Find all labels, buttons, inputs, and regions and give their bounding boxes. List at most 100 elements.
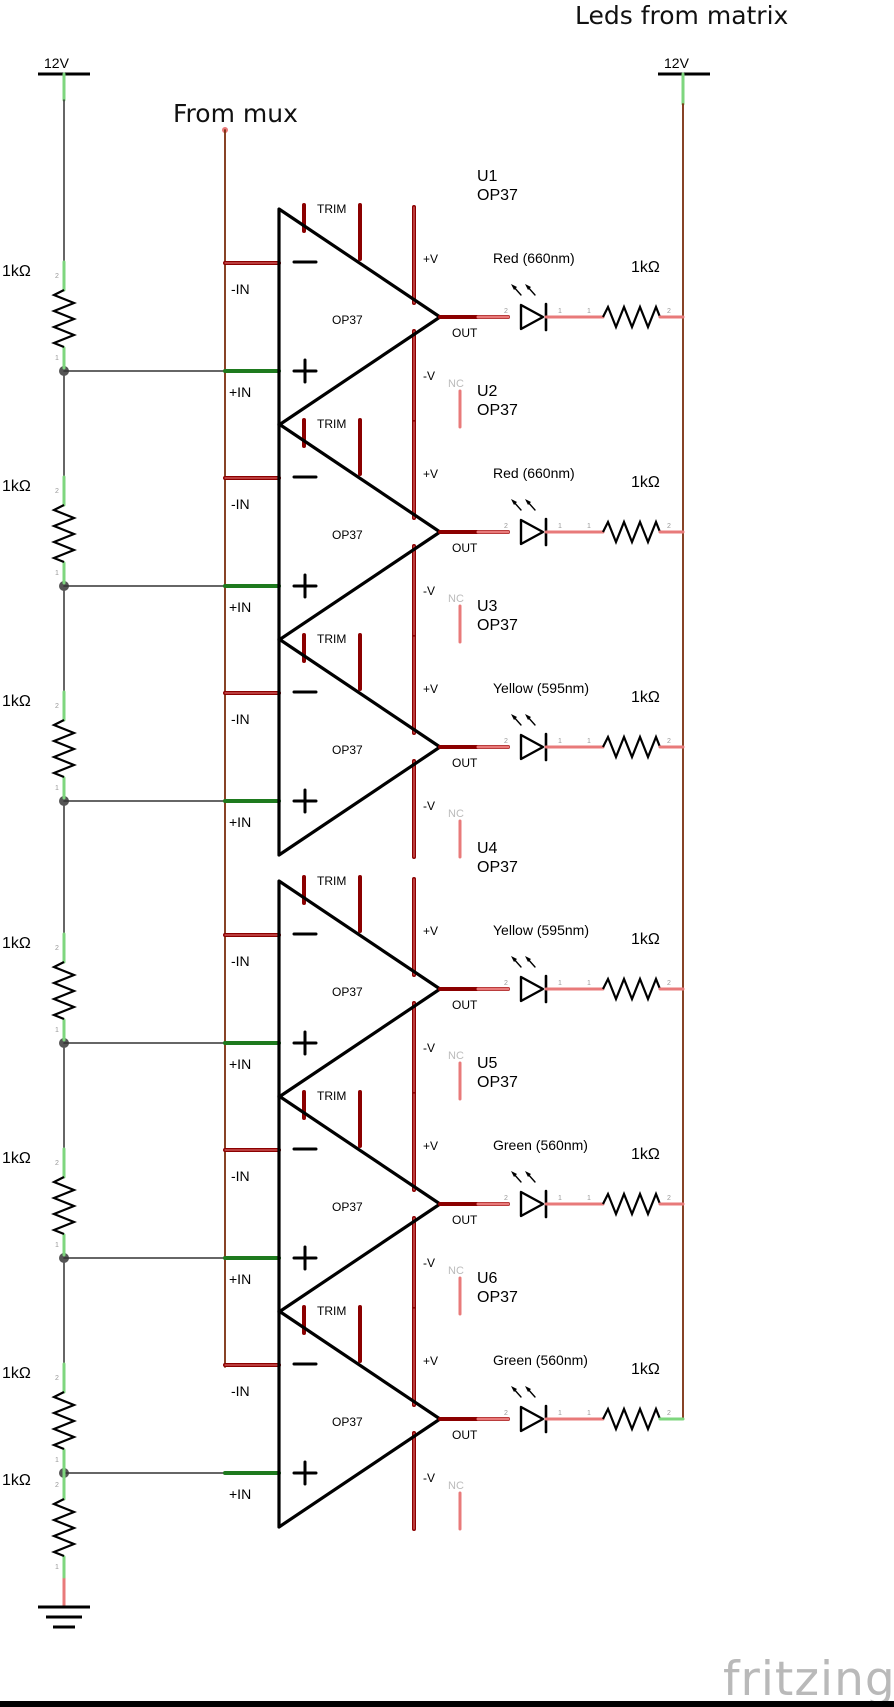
pin-num-1: 1 (558, 1195, 562, 1202)
pin-num-2: 2 (55, 1375, 59, 1382)
out-label: OUT (452, 541, 478, 555)
led-arrowhead (525, 499, 531, 505)
led-color-label: Green (560nm) (493, 1352, 588, 1368)
opamp-triangle (277, 879, 442, 1099)
trim-label: TRIM (317, 1089, 346, 1103)
pin-num-1: 1 (55, 1564, 59, 1571)
out-label: OUT (452, 998, 478, 1012)
led-arrowhead (525, 1386, 531, 1392)
minus-in-label: -IN (231, 711, 250, 727)
vplus-label: +V (423, 467, 438, 481)
pin-num-1: 1 (558, 308, 562, 315)
pin-num-2: 2 (55, 1160, 59, 1167)
pin-num-1: 1 (587, 1195, 591, 1202)
vplus-label: +V (423, 682, 438, 696)
led-color-label: Red (660nm) (493, 250, 575, 266)
led-body (519, 518, 545, 546)
trim-label: TRIM (317, 417, 346, 431)
plus-in-label: +IN (229, 599, 251, 615)
series-resistor-value: 1kΩ (631, 474, 660, 491)
nc-label: NC (448, 378, 464, 390)
resistor-zigzag (52, 960, 76, 1021)
pin-num-2: 2 (504, 1195, 508, 1202)
nc-label: NC (448, 593, 464, 605)
resistor-zigzag (52, 718, 76, 779)
out-label: OUT (452, 326, 478, 340)
pin-num-2: 2 (667, 523, 671, 530)
out-label: OUT (452, 1213, 478, 1227)
ground-symbol (38, 1605, 90, 1629)
bottom-border (0, 1701, 894, 1707)
series-resistor-value: 1kΩ (631, 1146, 660, 1163)
vminus-label: -V (423, 1471, 435, 1485)
opamp-body-label: OP37 (332, 528, 363, 542)
pin-num-2: 2 (504, 523, 508, 530)
pin-num-2: 2 (667, 1410, 671, 1417)
trim-label: TRIM (317, 874, 346, 888)
opamp-body-label: OP37 (332, 313, 363, 327)
led-arrowhead (511, 1386, 517, 1392)
pin-num-2: 2 (55, 1482, 59, 1489)
part-number: OP37 (477, 187, 518, 204)
led-body (519, 303, 545, 331)
vminus-label: -V (423, 799, 435, 813)
led-arrowhead (511, 1171, 517, 1177)
vminus-label: -V (423, 584, 435, 598)
fritzing-logo: fritzing (723, 1652, 894, 1707)
mux-label: From mux (173, 99, 298, 128)
part-number: OP37 (477, 1289, 518, 1306)
pin-num-1: 1 (558, 1410, 562, 1417)
resistor-zigzag (52, 1497, 76, 1558)
led (511, 1171, 548, 1219)
nc-label: NC (448, 1265, 464, 1277)
plus-in-label: +IN (229, 1271, 251, 1287)
resistor-zigzag (52, 503, 76, 564)
opamp-body-label: OP37 (332, 1415, 363, 1429)
part-number: OP37 (477, 402, 518, 419)
pin-num-1: 1 (55, 355, 59, 362)
trim-label: TRIM (317, 1304, 346, 1318)
ref-designator: U4 (477, 840, 498, 857)
plus-in-label: +IN (229, 1486, 251, 1502)
series-resistor (602, 304, 662, 330)
opamp-triangle (277, 637, 442, 857)
pin-num-1: 1 (55, 1242, 59, 1249)
ref-designator: U6 (477, 1270, 498, 1287)
pin-num-1: 1 (587, 1410, 591, 1417)
pin-num-2: 2 (55, 945, 59, 952)
resistor-value: 1kΩ (2, 935, 31, 952)
vplus-label: +V (423, 252, 438, 266)
series-resistor (602, 519, 662, 545)
opamp-triangle (277, 422, 442, 642)
vplus-label: +V (423, 924, 438, 938)
minus-in-label: -IN (231, 281, 250, 297)
pin-num-2: 2 (55, 488, 59, 495)
left-12v-supply: 12V (38, 55, 90, 76)
led-color-label: Red (660nm) (493, 465, 575, 481)
pin-num-2: 2 (504, 308, 508, 315)
out-label: OUT (452, 1428, 478, 1442)
minus-in-label: -IN (231, 953, 250, 969)
pin-num-2: 2 (504, 1410, 508, 1417)
ref-designator: U2 (477, 383, 498, 400)
plus-in-label: +IN (229, 384, 251, 400)
part-number: OP37 (477, 1074, 518, 1091)
diagram-title: Leds from matrix (575, 1, 788, 30)
pin-num-1: 1 (587, 308, 591, 315)
minus-in-label: -IN (231, 1168, 250, 1184)
series-resistor (602, 734, 662, 760)
series-resistor-value: 1kΩ (631, 259, 660, 276)
led (511, 714, 548, 762)
trim-label: TRIM (317, 632, 346, 646)
led-color-label: Yellow (595nm) (493, 922, 589, 938)
pin-num-1: 1 (558, 738, 562, 745)
series-resistor (602, 1191, 662, 1217)
resistor-value: 1kΩ (2, 1472, 31, 1489)
